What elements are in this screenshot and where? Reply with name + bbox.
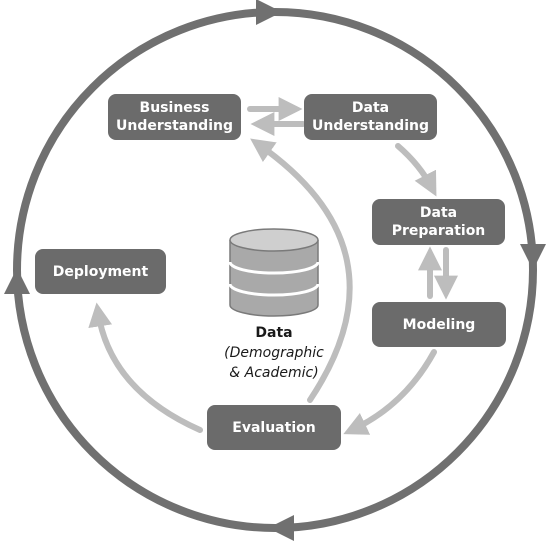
inner-flow-arrows xyxy=(88,97,458,435)
phase-label-line: Understanding xyxy=(116,118,233,134)
arrow-evaluation-to-business xyxy=(250,138,353,403)
phase-label: Evaluation xyxy=(232,420,315,436)
arrow-data-understanding-to-preparation xyxy=(395,143,437,197)
data-subtitle-line: & Academic) xyxy=(229,365,318,381)
phase-deployment: Deployment xyxy=(35,249,166,294)
data-subtitle-line: (Demographic xyxy=(224,345,324,361)
arrow-modeling-to-evaluation xyxy=(343,349,437,435)
ring-arrowhead-right xyxy=(520,244,546,270)
center-data-label: Data (Demographic & Academic) xyxy=(224,325,324,381)
phase-label-line: Data xyxy=(420,205,457,221)
phase-label-line: Data xyxy=(352,100,389,116)
phase-business-understanding: Business Understanding xyxy=(108,94,241,140)
phase-label: Modeling xyxy=(403,317,476,333)
arrow-evaluation-to-deployment xyxy=(88,302,203,433)
phase-modeling: Modeling xyxy=(372,302,506,347)
phase-data-understanding: Data Understanding xyxy=(304,94,437,140)
ring-arrowhead-left xyxy=(4,268,30,294)
phase-label-line: Preparation xyxy=(392,223,486,239)
phase-label: Deployment xyxy=(53,264,149,280)
phase-evaluation: Evaluation xyxy=(207,405,341,450)
phase-label-line: Understanding xyxy=(312,118,429,134)
database-icon xyxy=(228,228,320,317)
phase-label-line: Business xyxy=(140,100,210,116)
phase-data-preparation: Data Preparation xyxy=(372,199,505,245)
data-title: Data xyxy=(255,325,292,341)
ring-arrowhead-top xyxy=(256,0,282,25)
ring-arrowhead-bottom xyxy=(268,515,294,541)
